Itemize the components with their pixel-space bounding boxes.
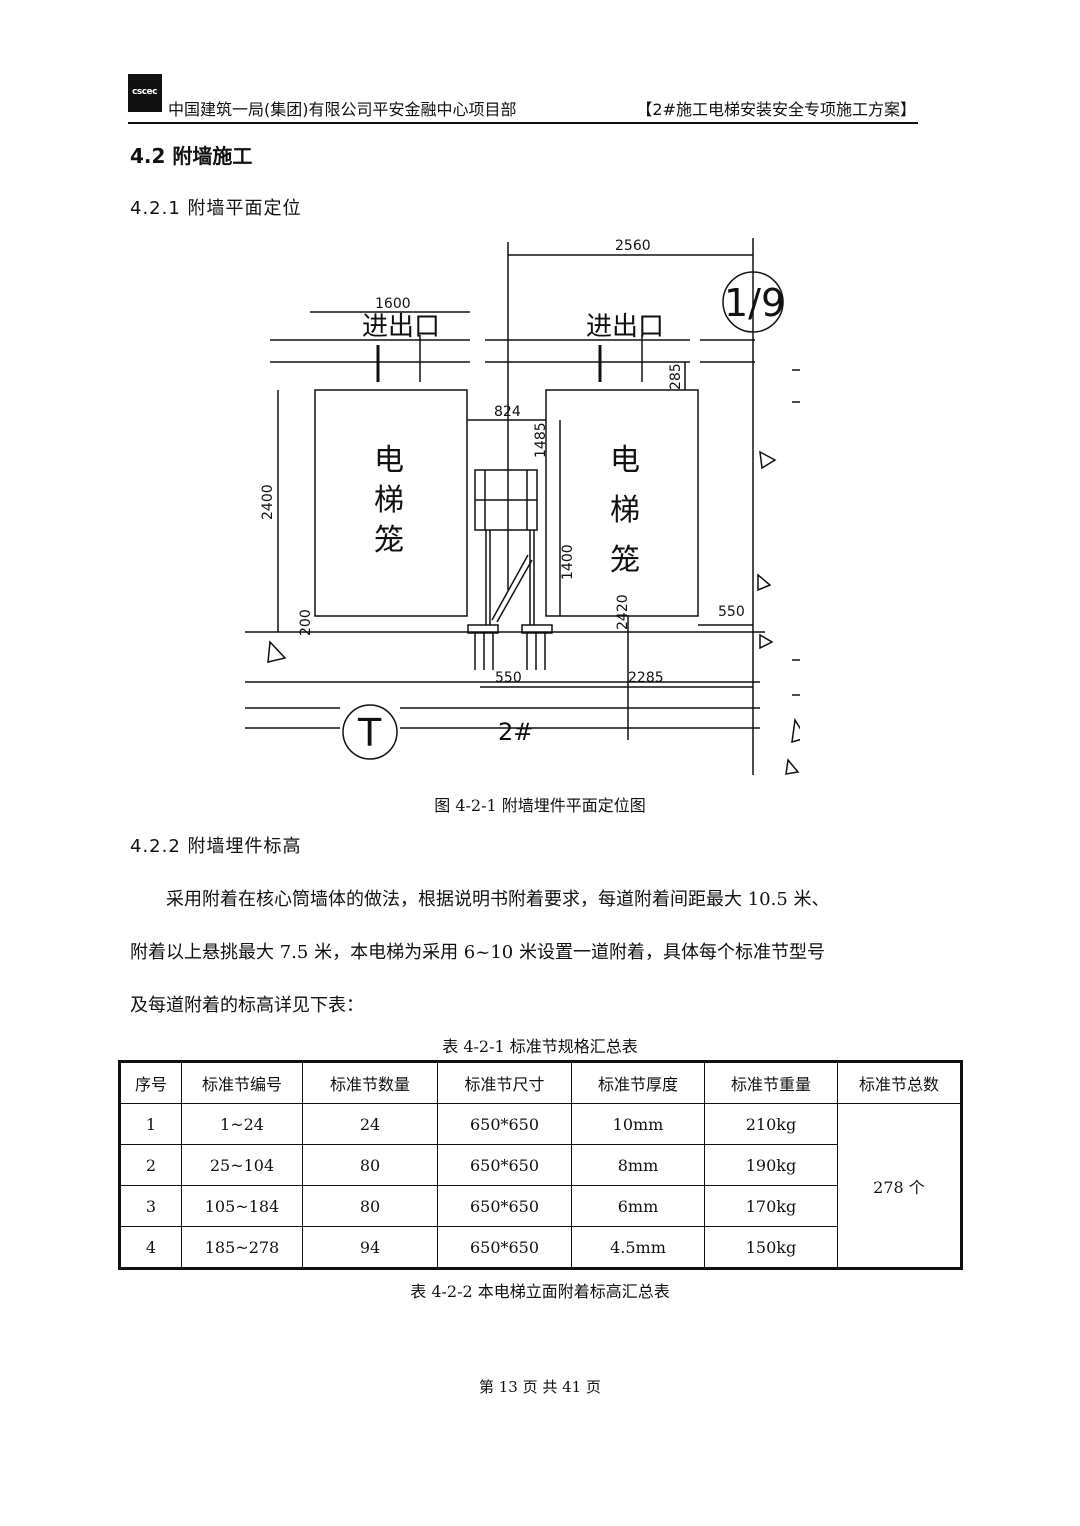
table-cell: 150kg [704,1226,838,1269]
dim-2285: 2285 [628,670,664,686]
table-cell: 185~278 [181,1226,303,1269]
table-row: 2 25~104 80 650*650 8mm 190kg [119,1144,962,1186]
table-row: 3 105~184 80 650*650 6mm 170kg [119,1185,962,1227]
table2-caption: 表 4-2-2 本电梯立面附着标高汇总表 [410,1282,670,1301]
page-header: cscec 中国建筑一局(集团)有限公司平安金融中心项目部 【2#施工电梯安装安… [128,70,918,124]
table-row: 1 1~24 24 650*650 10mm 210kg 278 个 [119,1103,962,1269]
axis-label-1-9: 1/9 [724,281,785,325]
dim-200: 200 [298,609,314,636]
table-header: 标准节尺寸 [437,1061,572,1104]
cage-left-char-1: 电 [374,443,404,478]
paragraph-line-3: 及每道附着的标高详见下表： [130,995,364,1016]
table-cell: 170kg [704,1185,838,1227]
standard-section-table: 序号 标准节编号 标准节数量 标准节尺寸 标准节厚度 标准节重量 标准节总数 1… [118,1060,963,1270]
table-cell: 8mm [571,1144,705,1186]
table-cell: 210kg [704,1103,838,1145]
dim-824: 824 [494,404,521,420]
page-footer: 第 13 页 共 41 页 [478,1378,601,1396]
header-document-title: 【2#施工电梯安装安全专项施工方案】 [636,100,916,119]
section-title: 4.2 附墙施工 [130,144,253,168]
subsection-title-1: 4.2.1 附墙平面定位 [130,198,302,219]
plan-drawing: 2560 1600 824 1485 285 2400 200 1400 242… [245,238,800,775]
table-cell: 650*650 [437,1226,572,1269]
company-logo: cscec [128,74,162,112]
table-cell: 105~184 [181,1185,303,1227]
entrance-left-label: 进出口 [362,312,440,342]
table-header: 标准节厚度 [571,1061,705,1104]
body-paragraph: 采用附着在核心筒墙体的做法，根据说明书附着要求，每道附着间距最大 10.5 米、… [130,873,960,1032]
dim-2560: 2560 [615,238,651,254]
table-cell: 10mm [571,1103,705,1145]
table-cell: 650*650 [437,1185,572,1227]
cage-right-char-3: 笼 [610,543,640,578]
cage-left-char-2: 梯 [374,483,404,518]
table-cell: 24 [302,1103,438,1145]
table-header-row: 序号 标准节编号 标准节数量 标准节尺寸 标准节厚度 标准节重量 标准节总数 [119,1061,962,1104]
table-cell: 94 [302,1226,438,1269]
table-cell: 6mm [571,1185,705,1227]
paragraph-line-2: 附着以上悬挑最大 7.5 米，本电梯为采用 6~10 米设置一道附着，具体每个标… [130,942,825,963]
paragraph-line-1: 采用附着在核心筒墙体的做法，根据说明书附着要求，每道附着间距最大 10.5 米、 [166,889,830,910]
table-cell: 650*650 [437,1144,572,1186]
dim-550-bottom: 550 [495,670,522,686]
dim-1600: 1600 [375,296,411,312]
cage-left-char-3: 笼 [374,523,404,558]
dim-285: 285 [668,363,684,390]
cage-right-char-2: 梯 [610,493,640,528]
dim-1400: 1400 [560,544,576,580]
table-cell: 80 [302,1185,438,1227]
table-cell: 650*650 [437,1103,572,1145]
dim-1485: 1485 [533,422,549,458]
table-cell: 3 [119,1185,182,1227]
label-2hash: 2# [498,718,533,746]
table-cell: 4 [119,1226,182,1269]
table-header: 标准节总数 [837,1061,962,1104]
header-company: 中国建筑一局(集团)有限公司平安金融中心项目部 [168,100,517,119]
table1-caption: 表 4-2-1 标准节规格汇总表 [442,1037,638,1056]
table-header: 标准节数量 [302,1061,438,1104]
table-header: 标准节编号 [181,1061,303,1104]
table-cell: 80 [302,1144,438,1186]
axis-label-t: T [357,711,382,755]
table-row: 4 185~278 94 650*650 4.5mm 150kg [119,1226,962,1269]
dim-550-right: 550 [718,604,745,620]
cage-right-char-1: 电 [610,443,640,478]
table-cell: 2 [119,1144,182,1186]
dim-2400: 2400 [260,484,276,520]
table-cell: 190kg [704,1144,838,1186]
total-cell: 278 个 [837,1103,962,1269]
table-header: 标准节重量 [704,1061,838,1104]
table-cell: 4.5mm [571,1226,705,1269]
table-cell: 1 [119,1103,182,1145]
entrance-right-label: 进出口 [586,312,664,342]
subsection-title-2: 4.2.2 附墙埋件标高 [130,836,302,857]
table-header: 序号 [119,1061,182,1104]
table-cell: 1~24 [181,1103,303,1145]
logo-text: cscec [132,87,157,97]
figure-caption: 图 4-2-1 附墙埋件平面定位图 [434,796,646,815]
table-cell: 25~104 [181,1144,303,1186]
dim-2420: 2420 [615,594,631,630]
